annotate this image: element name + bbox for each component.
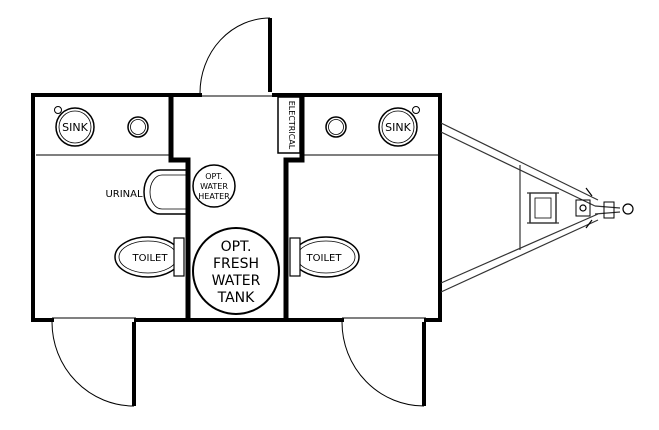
- bottom-right-door: [341, 317, 426, 407]
- sink-left-drain: [127, 116, 149, 138]
- urinal: URINAL: [105, 169, 186, 215]
- water-heater-line-1: OPT.: [205, 172, 223, 181]
- sink-right-drain: [325, 116, 347, 138]
- water-heater-line-2: WATER: [200, 182, 228, 191]
- bottom-left-door: [51, 317, 136, 407]
- trailer-hitch: [440, 122, 634, 293]
- sink-right: SINK: [378, 106, 420, 147]
- toilet-left: TOILET: [114, 236, 185, 278]
- electrical-label: ELECTRICAL: [287, 101, 296, 150]
- interior-walls: [168, 94, 305, 321]
- fresh-water-tank: OPT. FRESH WATER TANK: [192, 227, 280, 315]
- fresh-tank-line-1: OPT.: [221, 239, 252, 255]
- sink-left-label: SINK: [62, 121, 88, 134]
- toilet-left-label: TOILET: [132, 253, 169, 264]
- fresh-tank-line-4: TANK: [217, 290, 256, 306]
- urinal-label: URINAL: [105, 189, 143, 200]
- toilet-right: TOILET: [289, 236, 360, 278]
- top-door: [199, 17, 272, 97]
- electrical-panel: ELECTRICAL: [277, 96, 301, 154]
- fresh-tank-line-2: FRESH: [213, 256, 259, 272]
- sink-left: SINK: [54, 106, 95, 147]
- sink-right-label: SINK: [385, 121, 411, 134]
- toilet-right-label: TOILET: [306, 253, 343, 264]
- fresh-tank-line-3: WATER: [212, 273, 261, 289]
- water-heater-line-3: HEATER: [198, 192, 230, 201]
- water-heater: OPT. WATER HEATER: [192, 164, 236, 208]
